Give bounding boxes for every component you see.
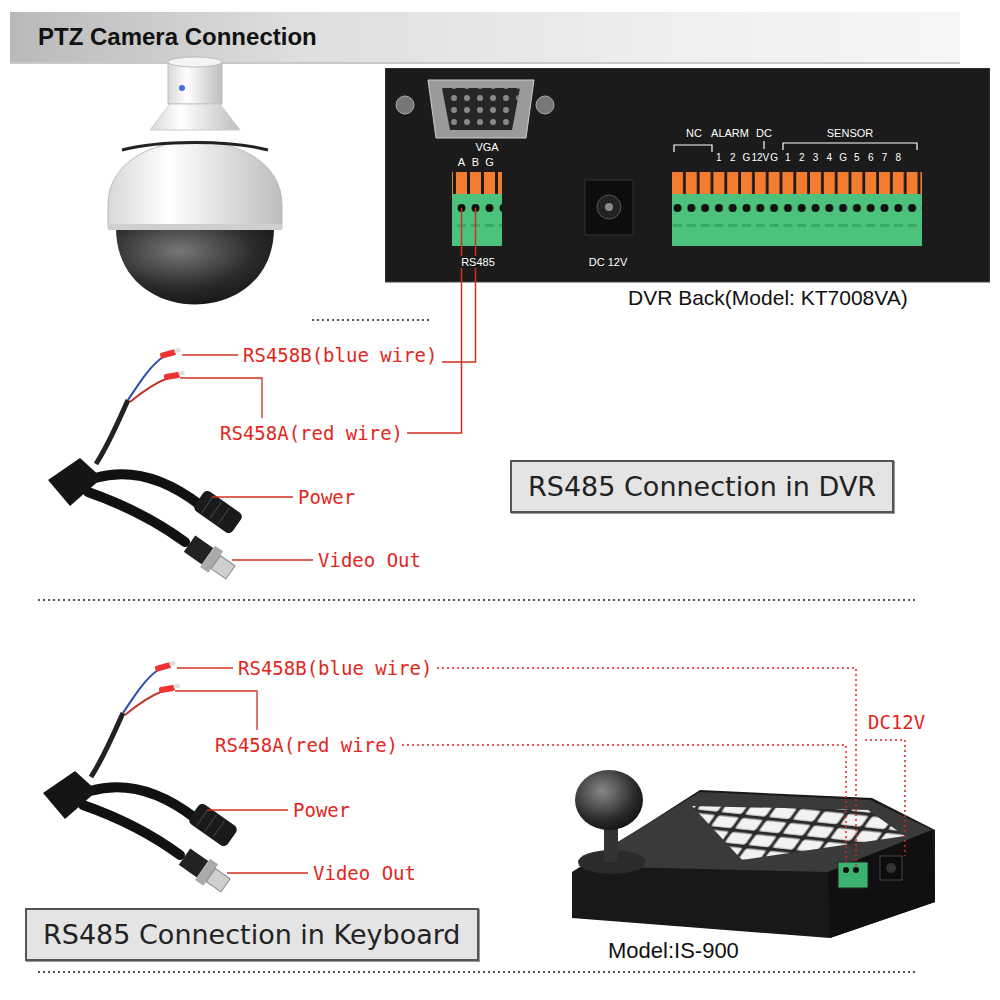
pin-number: 12V [751,152,769,163]
dome-camera [108,57,282,305]
dvr-panel: DVR Back(Model: KT7008VA) [385,68,990,310]
panel-label: A [457,156,466,168]
pin-number: 4 [827,152,833,163]
wire-label: RS458A(red wire) [215,734,398,756]
pin-number: 1 [785,152,791,163]
dvr-back-panel [385,68,990,310]
pin-number: 8 [896,152,902,163]
camera-cable [48,348,244,583]
node-text: DVR Back(Model: KT7008VA) [628,286,908,310]
camera-cable [43,661,239,896]
node-text: Model:IS-900 [608,938,739,964]
panel-label: B [471,156,480,168]
pin-number: G [839,152,847,163]
node-text: RS485 Connection in DVR [528,471,876,502]
pin-number: 7 [882,152,888,163]
pin-number: 5 [854,152,860,163]
wire-label: RS458A(red wire) [220,422,403,444]
wire-label: Video Out [313,862,416,884]
panel-label: DC 12V [588,256,629,268]
panel-label: ALARM [710,127,750,139]
wire-label: DC12V [868,711,925,733]
wire-label: Power [293,799,350,821]
pin-number: 1 [716,152,722,163]
panel-label: G [484,156,495,168]
title: PTZ Camera Connection [38,24,317,50]
wire-label: Power [298,486,355,508]
pin-number: 2 [799,152,805,163]
wire-label: RS458B(blue wire) [238,657,432,679]
panel-label: VGA [474,141,499,153]
pin-number: 6 [868,152,874,163]
keyboard: Model:IS-900 [560,760,940,965]
caption-box: RS485 Connection in Keyboard [25,908,479,961]
pin-number: G [743,152,751,163]
pin-number: 2 [730,152,736,163]
panel-label: RS485 [460,256,496,268]
panel-label: SENSOR [826,127,874,139]
ptz-keyboard [560,760,940,965]
pin-number: 3 [813,152,819,163]
node-text: RS485 Connection in Keyboard [43,919,461,950]
pin-number: G [770,152,778,163]
wire-label: Video Out [318,549,421,571]
caption-box: RS485 Connection in DVR [510,460,894,513]
panel-label: DC [755,127,773,139]
wire-label: RS458B(blue wire) [243,344,437,366]
panel-label: NC [685,127,703,139]
